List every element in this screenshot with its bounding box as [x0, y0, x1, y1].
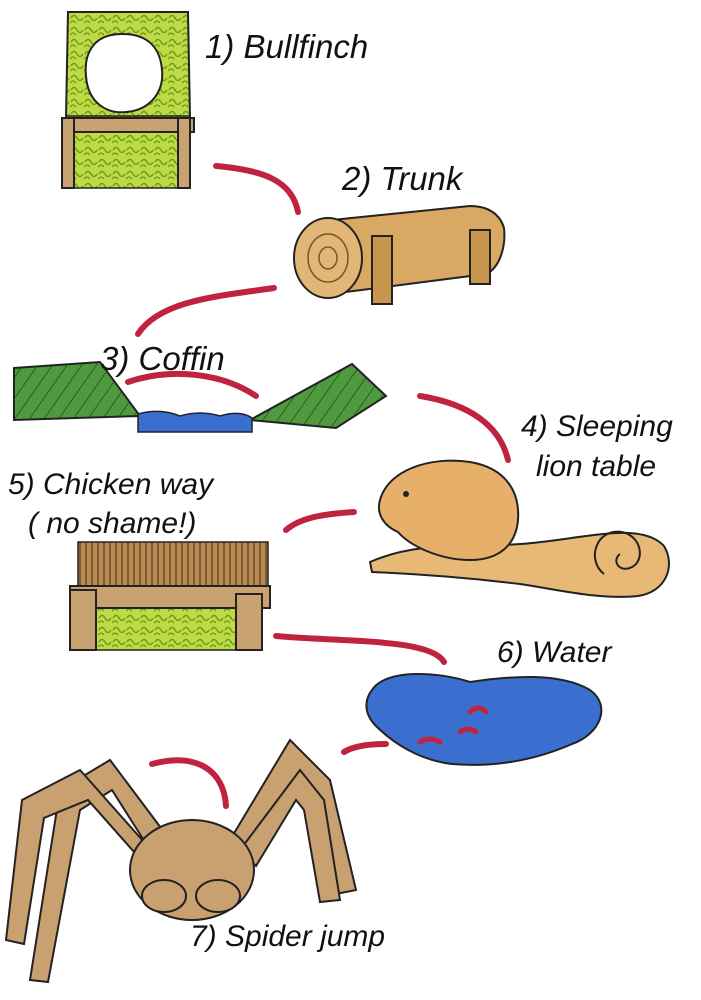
coffin-obstacle [13, 360, 388, 433]
spider-jump-obstacle [4, 738, 358, 984]
arrow-2-to-3 [135, 285, 277, 337]
label-sleeping-lion-table-line2: lion table [536, 450, 657, 483]
bullfinch-obstacle [61, 11, 195, 189]
trunk-obstacle [293, 204, 506, 305]
label-spider-jump: 7) Spider jump [190, 920, 386, 953]
route-arrows [125, 163, 511, 809]
sleeping-lion-table-obstacle [368, 459, 670, 598]
label-water: 6) Water [497, 636, 612, 669]
arrow-4-to-5 [283, 509, 357, 533]
water-obstacle [365, 672, 603, 766]
label-chicken-way-line2: ( no shame!) [28, 507, 197, 540]
arrow-1-to-2 [213, 163, 301, 215]
chicken-way-obstacle [69, 541, 271, 651]
arrow-6-to-7 [341, 741, 389, 755]
arrow-5-to-6 [273, 633, 447, 665]
label-bullfinch: 1) Bullfinch [205, 28, 369, 65]
arrow-3-over-water [125, 371, 259, 399]
label-coffin: 3) Coffin [100, 340, 225, 377]
arrow-7-jump [149, 757, 229, 809]
label-sleeping-lion-table-line1: 4) Sleeping [521, 410, 673, 443]
arrow-3-to-4 [417, 393, 511, 463]
label-chicken-way-line1: 5) Chicken way [8, 468, 214, 501]
label-trunk: 2) Trunk [342, 160, 463, 197]
